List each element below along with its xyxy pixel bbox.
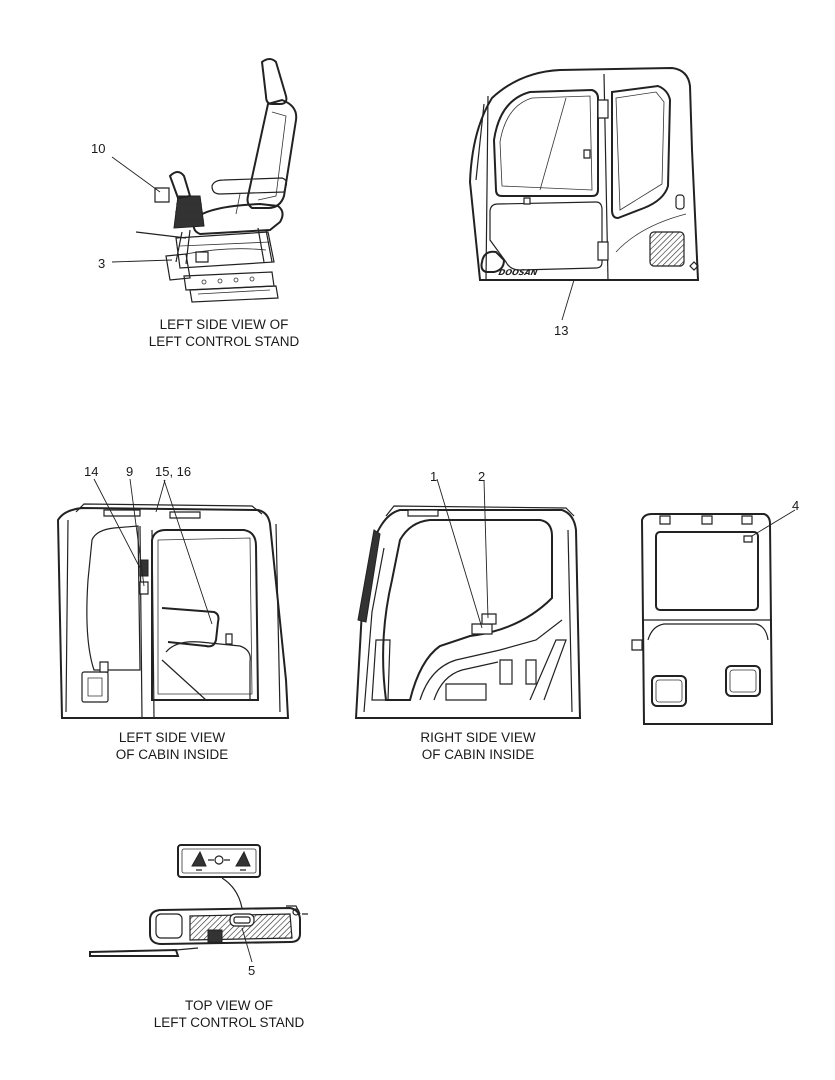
caption-line-1: TOP VIEW OF <box>184 998 273 1013</box>
leader-1 <box>437 479 482 628</box>
cabin-rear-view <box>632 514 772 724</box>
caption-line-2: OF CABIN INSIDE <box>421 747 535 762</box>
caption-line-2: OF CABIN INSIDE <box>115 747 229 762</box>
callout-4: 4 <box>792 498 800 513</box>
caption-line-2: LEFT CONTROL STAND <box>153 1015 305 1030</box>
control-stand-top-view <box>90 845 308 956</box>
leader-15-16-b <box>164 480 212 624</box>
seat-side-view <box>136 59 296 302</box>
caption-line-1: LEFT SIDE VIEW OF <box>159 317 289 332</box>
caption-left-control-stand-side: LEFT SIDE VIEW OF LEFT CONTROL STAND <box>124 316 324 350</box>
leader-5 <box>242 928 252 962</box>
cabin-left-inside-view <box>58 504 288 718</box>
cabin-right-inside-view <box>356 506 580 718</box>
callout-15-16: 15, 16 <box>155 464 192 479</box>
leader-3 <box>112 260 172 262</box>
cab-brand-text: DOOSAN <box>498 267 539 277</box>
leader-14 <box>94 479 140 568</box>
cabin-exterior-view: DOOSAN <box>470 68 698 280</box>
leader-4 <box>752 510 795 536</box>
leader-10 <box>112 157 160 192</box>
callout-13: 13 <box>554 323 569 338</box>
caption-cabin-right-inside: RIGHT SIDE VIEW OF CABIN INSIDE <box>378 729 578 763</box>
leader-15-16 <box>156 480 165 512</box>
callout-3: 3 <box>98 256 106 271</box>
caption-line-2: LEFT CONTROL STAND <box>148 334 300 349</box>
leader-9 <box>130 479 144 586</box>
caption-left-control-stand-top: TOP VIEW OF LEFT CONTROL STAND <box>129 997 329 1031</box>
leader-2 <box>484 480 488 618</box>
callout-14: 14 <box>84 464 99 479</box>
callout-1: 1 <box>430 469 438 484</box>
callout-5: 5 <box>248 963 256 978</box>
callout-10: 10 <box>91 141 106 156</box>
caption-line-1: RIGHT SIDE VIEW <box>420 730 536 745</box>
callout-9: 9 <box>126 464 134 479</box>
leader-13 <box>562 280 574 320</box>
caption-cabin-left-inside: LEFT SIDE VIEW OF CABIN INSIDE <box>72 729 272 763</box>
callout-2: 2 <box>478 469 486 484</box>
caption-line-1: LEFT SIDE VIEW <box>118 730 226 745</box>
